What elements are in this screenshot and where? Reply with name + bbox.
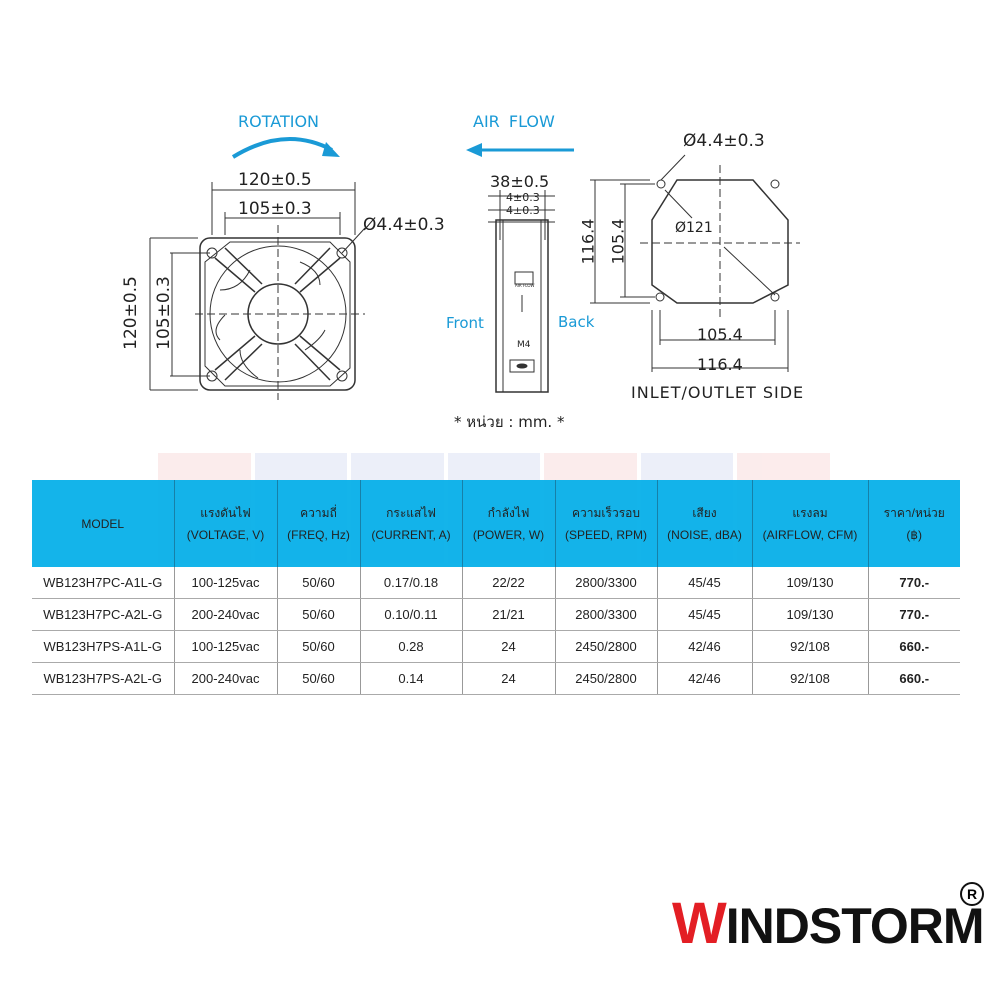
table-cell: 50/60 [276, 662, 360, 695]
column-header: แรงลม (AIRFLOW, CFM) [751, 480, 868, 567]
table-cell: 21/21 [461, 598, 555, 631]
table-cell: 2800/3300 [554, 567, 657, 599]
table-cell: 100-125vac [173, 630, 277, 663]
inlet-outlet-title: INLET/OUTLET SIDE [631, 383, 805, 402]
column-header: MODEL [32, 480, 174, 567]
table-cell: 50/60 [276, 567, 360, 599]
inlet-diameter: Ø121 [675, 220, 713, 236]
front-height-outer: 120±0.5 [120, 276, 141, 350]
table-cell: 0.17/0.18 [359, 567, 462, 599]
table-cell: 200-240vac [173, 598, 277, 631]
table-cell: 50/60 [276, 598, 360, 631]
side-flange-2: 4±0.3 [506, 204, 540, 217]
table-cell: 42/46 [656, 662, 752, 695]
header-english: (POWER, W) [472, 527, 545, 542]
header-english: (NOISE, dBA) [667, 527, 742, 542]
table-cell: 45/45 [656, 598, 752, 631]
windstorm-logo: WINDSTORM [672, 891, 984, 956]
header-thai: กระแสไฟ [386, 505, 436, 520]
front-width-outer: 120±0.5 [238, 170, 312, 190]
header-english: (SPEED, RPM) [564, 527, 647, 542]
table-cell: WB123H7PS-A2L-G [32, 662, 174, 695]
table-cell: 0.28 [359, 630, 462, 663]
column-header: ความเร็วรอบ (SPEED, RPM) [554, 480, 657, 567]
rotation-arrow-icon [231, 137, 333, 159]
table-cell: 42/46 [656, 630, 752, 663]
unit-note: * หน่วย : mm. * [454, 413, 565, 431]
inlet-width-outer: 116.4 [697, 355, 743, 374]
screw-size: M4 [517, 340, 531, 350]
table-cell: 109/130 [751, 598, 868, 631]
header-thai: ราคา/หน่วย [883, 505, 945, 520]
price-cell: 660.- [867, 662, 960, 695]
price-cell: 770.- [867, 598, 960, 631]
column-header: ความถี่ (FREQ, Hz) [276, 480, 360, 567]
table-cell: 0.14 [359, 662, 462, 695]
registered-mark: R [960, 882, 984, 906]
table-cell: 2450/2800 [554, 630, 657, 663]
header-english: (฿) [906, 527, 923, 542]
table-cell: 50/60 [276, 630, 360, 663]
table-cell: 24 [461, 662, 555, 695]
price-cell: 770.- [867, 567, 960, 599]
inlet-hole-diameter: Ø4.4±0.3 [683, 131, 765, 151]
inlet-width-inner: 105.4 [697, 325, 743, 344]
fan-front-view [149, 182, 366, 400]
table-cell: 109/130 [751, 567, 868, 599]
header-english: MODEL [81, 516, 125, 531]
header-english: (AIRFLOW, CFM) [762, 527, 858, 542]
column-header: กระแสไฟ (CURRENT, A) [359, 480, 462, 567]
table-cell: 24 [461, 630, 555, 663]
table-cell: WB123H7PC-A2L-G [32, 598, 174, 631]
header-thai: เสียง [692, 505, 717, 520]
inlet-height-inner: 105.4 [608, 218, 628, 265]
fan-technical-drawing [149, 137, 800, 400]
table-cell: 200-240vac [173, 662, 277, 695]
table-cell: 2800/3300 [554, 598, 657, 631]
header-thai: ความถี่ [300, 505, 337, 520]
table-cell: 0.10/0.11 [359, 598, 462, 631]
spec-table: MODEL แรงดันไฟ (VOLTAGE, V) ความถี่ (FREQ, H… [32, 480, 960, 695]
header-english: (VOLTAGE, V) [186, 527, 265, 542]
back-label: Back [558, 313, 595, 331]
fan-side-view [488, 190, 555, 393]
header-english: (FREQ, Hz) [287, 527, 350, 542]
header-thai: ความเร็วรอบ [572, 505, 640, 520]
header-thai: กำลังไฟ [487, 505, 530, 520]
header-english: (CURRENT, A) [371, 527, 451, 542]
table-cell: 22/22 [461, 567, 555, 599]
column-header: กำลังไฟ (POWER, W) [461, 480, 555, 567]
side-airflow-sticker: AIR FLOW [515, 283, 535, 288]
table-cell: 92/108 [751, 630, 868, 663]
inlet-height-outer: 116.4 [578, 218, 598, 265]
front-height-inner: 105±0.3 [153, 276, 174, 350]
front-width-inner: 105±0.3 [238, 199, 312, 219]
header-thai: แรงดันไฟ [200, 505, 251, 520]
rotation-label: ROTATION [238, 112, 319, 131]
table-cell: 100-125vac [173, 567, 277, 599]
table-cell: 45/45 [656, 567, 752, 599]
airflow-label: AIR FLOW [473, 112, 555, 131]
header-thai: แรงลม [792, 505, 828, 520]
side-flange-1: 4±0.3 [506, 191, 540, 204]
column-header: ราคา/หน่วย (฿) [867, 480, 960, 567]
column-header: แรงดันไฟ (VOLTAGE, V) [173, 480, 277, 567]
side-depth: 38±0.5 [490, 172, 550, 191]
table-cell: 92/108 [751, 662, 868, 695]
column-header: เสียง (NOISE, dBA) [656, 480, 752, 567]
table-cell: WB123H7PC-A1L-G [32, 567, 174, 599]
front-label: Front [446, 314, 484, 332]
fan-inlet-view [590, 154, 800, 372]
table-cell: 2450/2800 [554, 662, 657, 695]
price-cell: 660.- [867, 630, 960, 663]
table-cell: WB123H7PS-A1L-G [32, 630, 174, 663]
front-hole-diameter: Ø4.4±0.3 [363, 215, 445, 235]
